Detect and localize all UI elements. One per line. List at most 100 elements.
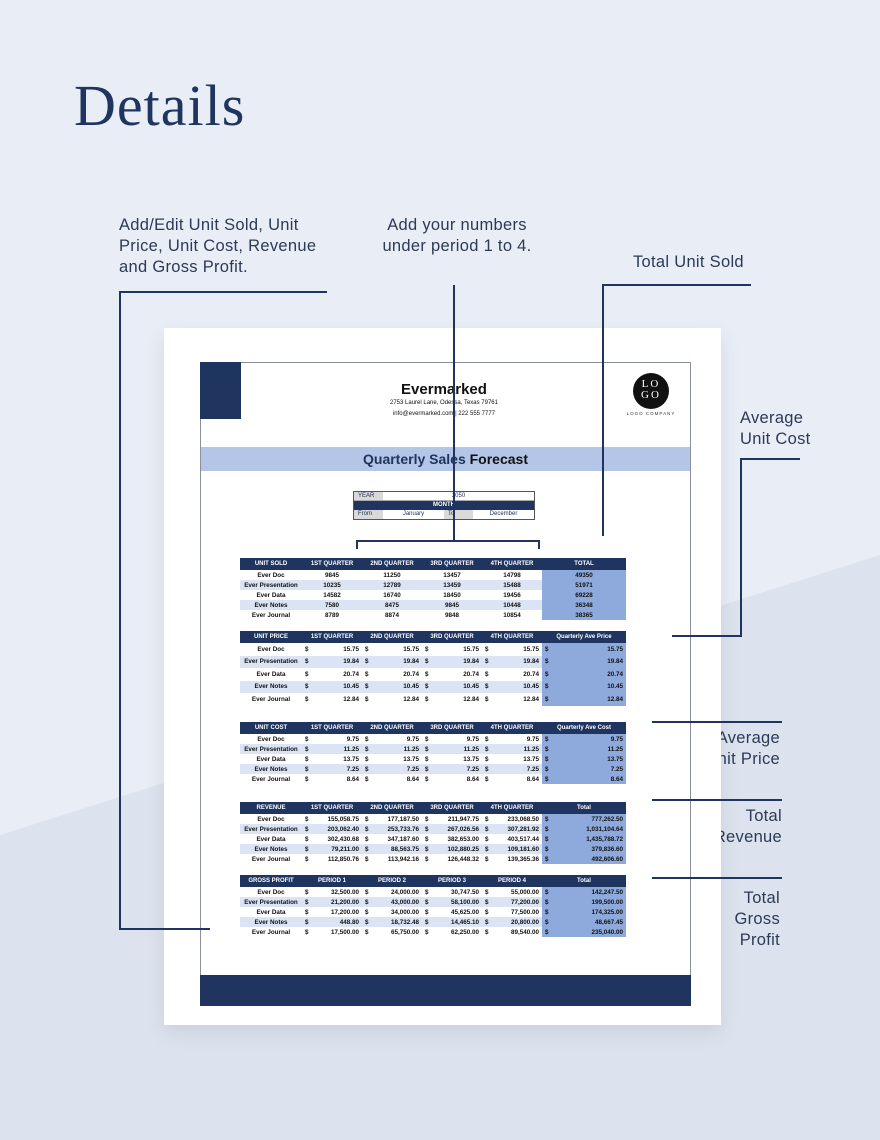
value-cell[interactable]: $211,947.75 xyxy=(422,814,482,824)
value-cell[interactable]: $15.75 xyxy=(482,643,542,656)
value-cell[interactable]: $10.45 xyxy=(302,680,362,693)
value-cell[interactable]: $88,563.75 xyxy=(362,844,422,854)
total-cell[interactable]: 69228 xyxy=(542,590,626,600)
value-cell[interactable]: $9.75 xyxy=(422,734,482,744)
value-cell[interactable]: $13.75 xyxy=(362,754,422,764)
value-cell[interactable]: $19.84 xyxy=(482,655,542,668)
value-cell[interactable]: 15488 xyxy=(482,580,542,590)
value-cell[interactable]: $8.64 xyxy=(422,774,482,784)
value-cell[interactable]: $62,250.00 xyxy=(422,927,482,937)
value-cell[interactable]: $10.45 xyxy=(362,680,422,693)
total-cell[interactable]: $12.84 xyxy=(542,693,626,706)
value-cell[interactable]: $18,732.48 xyxy=(362,917,422,927)
value-cell[interactable]: 8874 xyxy=(384,611,399,619)
value-cell[interactable]: $20.74 xyxy=(302,668,362,681)
value-cell[interactable]: $19.84 xyxy=(362,655,422,668)
value-cell[interactable]: 9845 xyxy=(422,600,482,610)
value-cell[interactable]: $177,187.50 xyxy=(362,814,422,824)
value-cell[interactable]: $58,100.00 xyxy=(422,897,482,907)
value-cell[interactable]: $24,000.00 xyxy=(362,887,422,897)
value-cell[interactable]: $19.84 xyxy=(422,655,482,668)
value-cell[interactable]: $45,625.00 xyxy=(422,907,482,917)
year-value[interactable]: 2050 xyxy=(451,493,466,499)
total-cell[interactable]: 49350 xyxy=(542,570,626,580)
value-cell[interactable]: $13.75 xyxy=(302,754,362,764)
value-cell[interactable]: $15.75 xyxy=(362,643,422,656)
total-cell[interactable]: 51971 xyxy=(542,580,626,590)
value-cell[interactable]: $102,880.25 xyxy=(422,844,482,854)
value-cell[interactable]: $13.75 xyxy=(482,754,542,764)
value-cell[interactable]: $403,517.44 xyxy=(482,834,542,844)
total-cell[interactable]: $174,325.00 xyxy=(542,907,626,917)
total-cell[interactable]: $142,247.50 xyxy=(542,887,626,897)
value-cell[interactable]: $77,500.00 xyxy=(482,907,542,917)
value-cell[interactable]: 9845 xyxy=(324,571,339,579)
total-cell[interactable]: $9.75 xyxy=(542,734,626,744)
value-cell[interactable]: $8.64 xyxy=(302,774,362,784)
value-cell[interactable]: $7.25 xyxy=(422,764,482,774)
value-cell[interactable]: $65,750.00 xyxy=(362,927,422,937)
value-cell[interactable]: $14,465.10 xyxy=(422,917,482,927)
value-cell[interactable]: $113,942.16 xyxy=(362,854,422,864)
value-cell[interactable]: $30,747.50 xyxy=(422,887,482,897)
value-cell[interactable]: $12.84 xyxy=(302,693,362,706)
value-cell[interactable]: $307,281.92 xyxy=(482,824,542,834)
value-cell[interactable]: $7.25 xyxy=(302,764,362,774)
value-cell[interactable]: $11.25 xyxy=(482,744,542,754)
value-cell[interactable]: $20.74 xyxy=(422,668,482,681)
value-cell[interactable]: $253,733.76 xyxy=(362,824,422,834)
value-cell[interactable]: $43,000.00 xyxy=(362,897,422,907)
value-cell[interactable]: 8789 xyxy=(324,611,339,619)
value-cell[interactable]: $20.74 xyxy=(362,668,422,681)
total-cell[interactable]: $48,667.45 xyxy=(542,917,626,927)
value-cell[interactable]: $79,211.00 xyxy=(302,844,362,854)
value-cell[interactable]: 13457 xyxy=(443,571,461,579)
value-cell[interactable]: $347,187.60 xyxy=(362,834,422,844)
value-cell[interactable]: $32,500.00 xyxy=(302,887,362,897)
value-cell[interactable]: $17,200.00 xyxy=(302,907,362,917)
value-cell[interactable]: $11.25 xyxy=(362,744,422,754)
value-cell[interactable]: 9848 xyxy=(444,611,459,619)
value-cell[interactable]: $12.84 xyxy=(482,693,542,706)
value-cell[interactable]: 19456 xyxy=(503,591,521,599)
value-cell[interactable]: $20.74 xyxy=(482,668,542,681)
from-value[interactable]: January xyxy=(402,511,425,517)
value-cell[interactable]: $15.75 xyxy=(422,643,482,656)
value-cell[interactable]: $155,058.75 xyxy=(302,814,362,824)
value-cell[interactable]: $21,200.00 xyxy=(302,897,362,907)
value-cell[interactable]: $11.25 xyxy=(422,744,482,754)
value-cell[interactable]: $11.25 xyxy=(302,744,362,754)
total-cell[interactable]: 36348 xyxy=(542,600,626,610)
total-cell[interactable]: $15.75 xyxy=(542,643,626,656)
value-cell[interactable]: $15.75 xyxy=(302,643,362,656)
value-cell[interactable]: $17,500.00 xyxy=(302,927,362,937)
total-cell[interactable]: $235,040.00 xyxy=(542,927,626,937)
total-cell[interactable]: $1,031,104.64 xyxy=(542,824,626,834)
value-cell[interactable]: 11250 xyxy=(383,571,401,579)
value-cell[interactable]: $12.84 xyxy=(422,693,482,706)
value-cell[interactable]: 10448 xyxy=(482,600,542,610)
value-cell[interactable]: $382,653.00 xyxy=(422,834,482,844)
value-cell[interactable]: $7.25 xyxy=(482,764,542,774)
total-cell[interactable]: $492,606.60 xyxy=(542,854,626,864)
value-cell[interactable]: $233,068.50 xyxy=(482,814,542,824)
to-value[interactable]: December xyxy=(489,511,518,517)
value-cell[interactable]: $12.84 xyxy=(362,693,422,706)
total-cell[interactable]: 38365 xyxy=(542,610,626,620)
value-cell[interactable]: $19.84 xyxy=(302,655,362,668)
value-cell[interactable]: $448.80 xyxy=(302,917,362,927)
total-cell[interactable]: $8.64 xyxy=(542,774,626,784)
total-cell[interactable]: $10.45 xyxy=(542,680,626,693)
value-cell[interactable]: $139,365.36 xyxy=(482,854,542,864)
total-cell[interactable]: $7.25 xyxy=(542,764,626,774)
value-cell[interactable]: $9.75 xyxy=(482,734,542,744)
value-cell[interactable]: $77,200.00 xyxy=(482,897,542,907)
value-cell[interactable]: $9.75 xyxy=(362,734,422,744)
value-cell[interactable]: $20,800.00 xyxy=(482,917,542,927)
total-cell[interactable]: $199,500.00 xyxy=(542,897,626,907)
value-cell[interactable]: 14582 xyxy=(323,591,341,599)
value-cell[interactable]: $89,540.00 xyxy=(482,927,542,937)
value-cell[interactable]: $126,448.32 xyxy=(422,854,482,864)
value-cell[interactable]: $10.45 xyxy=(482,680,542,693)
value-cell[interactable]: $9.75 xyxy=(302,734,362,744)
